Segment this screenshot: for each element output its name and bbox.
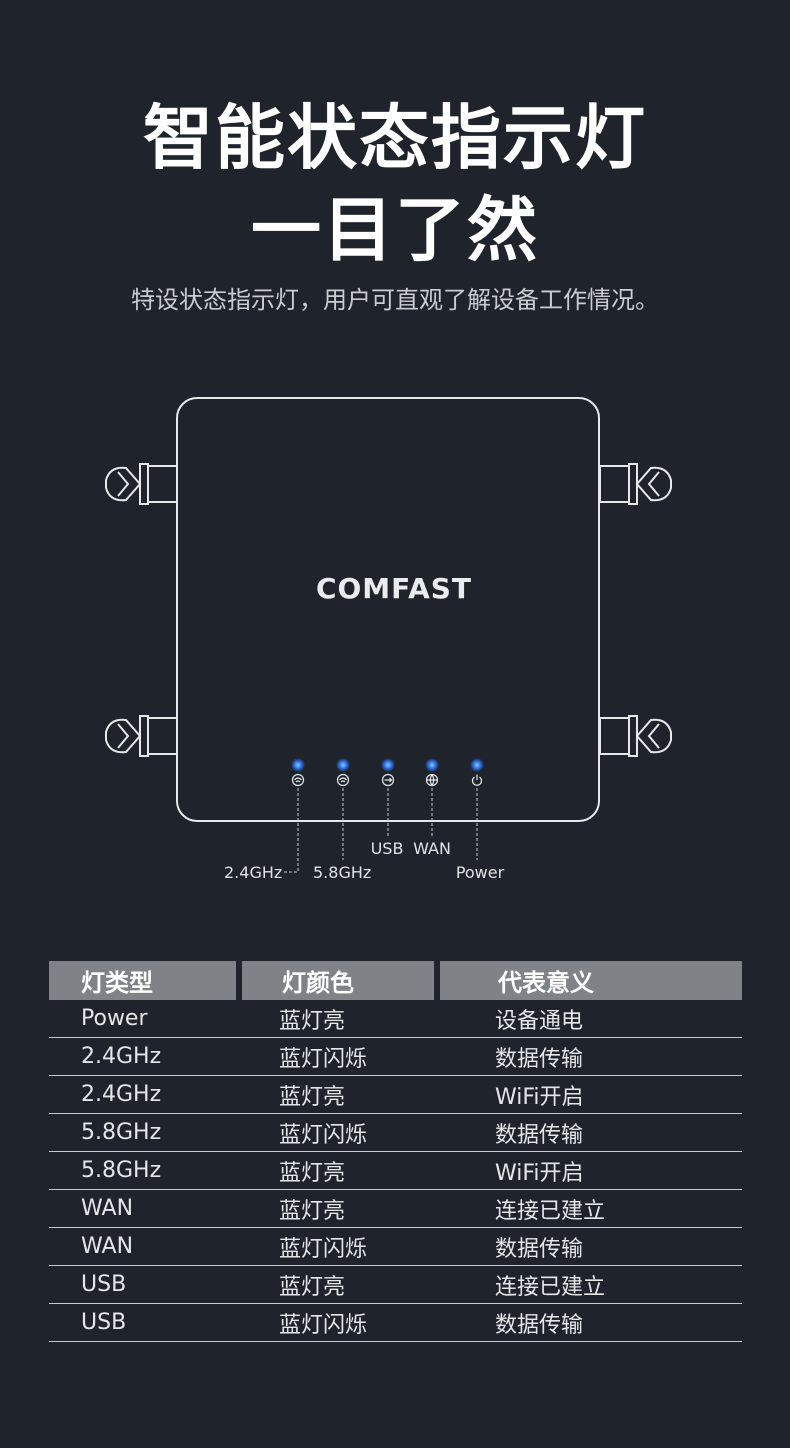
headline-line-2: 一目了然	[251, 189, 539, 271]
led-wan-light	[425, 758, 439, 772]
cell-light-color: 蓝灯闪烁	[239, 1227, 437, 1266]
cell-light-color: 蓝灯亮	[239, 1265, 437, 1304]
table-header-row: 灯类型 灯颜色 代表意义	[49, 961, 742, 1000]
label-usb: USB	[371, 839, 404, 858]
cell-light-type: WAN	[49, 1227, 239, 1266]
cell-light-color: 蓝灯闪烁	[239, 1113, 437, 1152]
subtitle: 特设状态指示灯，用户可直观了解设备工作情况。	[131, 286, 659, 314]
cell-meaning: 数据传输	[437, 1303, 742, 1342]
cell-light-color: 蓝灯闪烁	[239, 1037, 437, 1076]
cell-light-color: 蓝灯亮	[239, 1000, 437, 1038]
wifi-2-4ghz-icon	[291, 773, 305, 787]
usb-icon	[381, 773, 395, 787]
cell-meaning: 数据传输	[437, 1227, 742, 1266]
cell-meaning: 连接已建立	[437, 1189, 742, 1228]
header-meaning: 代表意义	[434, 961, 742, 1000]
cell-light-type: WAN	[49, 1189, 239, 1228]
label-5-8ghz: 5.8GHz	[313, 863, 371, 882]
cell-light-color: 蓝灯亮	[239, 1075, 437, 1114]
cell-meaning: WiFi开启	[437, 1151, 742, 1190]
led-power-light	[470, 758, 484, 772]
router-drawing: COMFAST	[105, 397, 672, 882]
label-2-4ghz: 2.4GHz	[224, 863, 282, 882]
antenna-top-left-icon	[105, 463, 178, 505]
brand-logo: COMFAST	[316, 572, 472, 605]
cell-light-type: USB	[49, 1265, 239, 1304]
led-usb-light	[381, 758, 395, 772]
globe-icon	[425, 773, 439, 787]
router-body	[176, 397, 600, 822]
cell-light-type: 5.8GHz	[49, 1151, 239, 1190]
header-light-type: 灯类型	[49, 961, 239, 1000]
cell-meaning: 数据传输	[437, 1037, 742, 1076]
cell-meaning: 设备通电	[437, 1000, 742, 1038]
power-icon	[471, 774, 483, 786]
router-illustration: COMFAST	[0, 380, 790, 900]
header-light-color: 灯颜色	[236, 961, 437, 1000]
cell-light-type: 5.8GHz	[49, 1113, 239, 1152]
antenna-top-right-icon	[599, 463, 672, 505]
leader-lines	[282, 788, 478, 873]
cell-light-type: 2.4GHz	[49, 1075, 239, 1114]
led-5-8ghz-light	[336, 758, 350, 772]
cell-light-type: 2.4GHz	[49, 1037, 239, 1076]
cell-light-type: USB	[49, 1303, 239, 1342]
cell-light-color: 蓝灯亮	[239, 1189, 437, 1228]
cell-meaning: 数据传输	[437, 1113, 742, 1152]
headline-line-1: 智能状态指示灯	[143, 97, 647, 179]
wifi-5-8ghz-icon	[336, 773, 350, 787]
label-wan: WAN	[413, 839, 451, 858]
antenna-bottom-left-icon	[105, 715, 178, 757]
label-power: Power	[456, 863, 505, 882]
cell-meaning: 连接已建立	[437, 1265, 742, 1304]
led-2-4ghz-light	[291, 758, 305, 772]
cell-light-color: 蓝灯闪烁	[239, 1303, 437, 1342]
antenna-bottom-right-icon	[599, 715, 672, 757]
cell-light-type: Power	[49, 1000, 239, 1038]
cell-meaning: WiFi开启	[437, 1075, 742, 1114]
cell-light-color: 蓝灯亮	[239, 1151, 437, 1190]
